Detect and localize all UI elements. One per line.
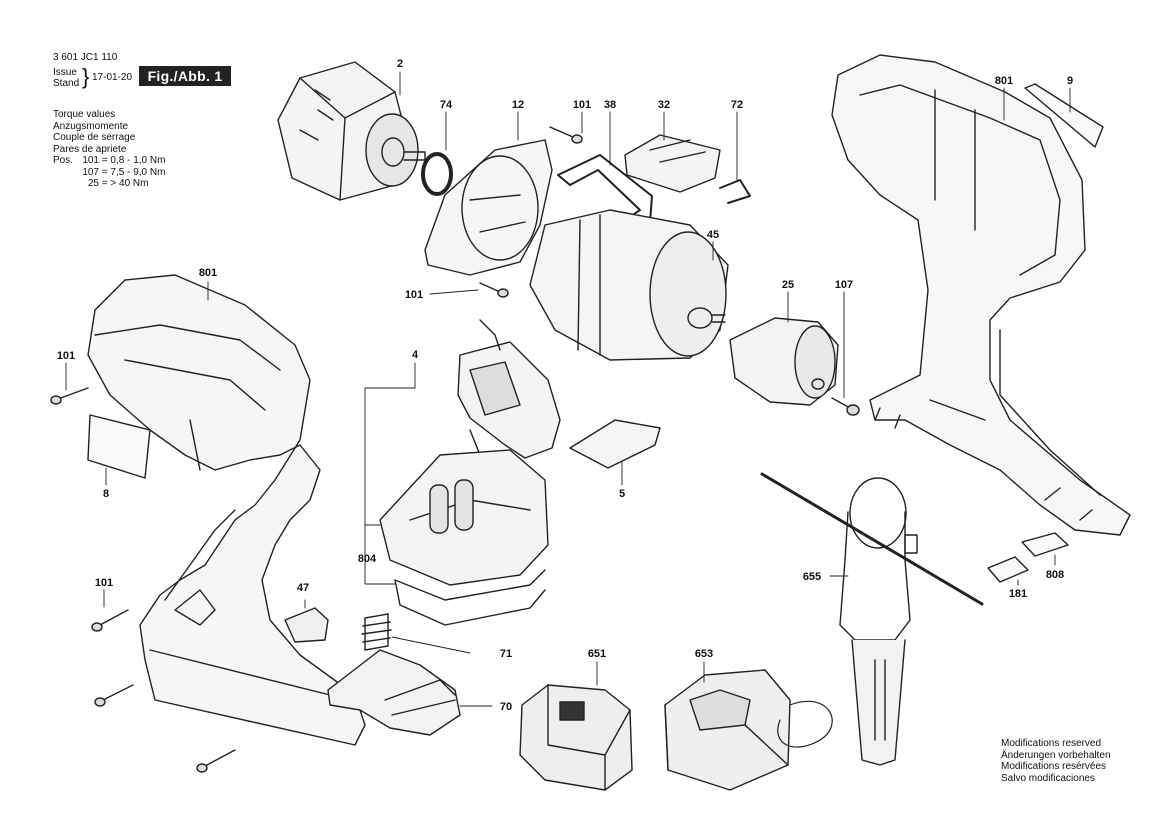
part-number-32: 32 — [658, 99, 670, 111]
torque-values-block: Torque values Anzugsmomente Couple de se… — [53, 109, 165, 190]
chuck-screw-part — [831, 397, 860, 416]
part-number-2: 2 — [397, 58, 403, 70]
torque-title-es: Pares de apriete — [53, 143, 127, 155]
part-number-8: 8 — [103, 488, 109, 500]
pcb-cover-part — [569, 419, 661, 469]
part-number-804: 804 — [358, 553, 377, 565]
issue-label: Issue — [53, 67, 77, 78]
torque-value: = > 40 Nm — [101, 178, 149, 189]
screw-part — [91, 609, 129, 632]
torque-row: 25 = > 40 Nm — [53, 178, 165, 190]
drawing-number: 3 601 JC1 110 — [53, 52, 118, 63]
part-number-101: 101 — [95, 577, 113, 589]
screw-part — [94, 684, 134, 707]
screw-part — [196, 749, 236, 773]
battery-latch-part — [327, 649, 461, 736]
gearbox-part — [529, 209, 729, 361]
screw-part — [50, 387, 89, 405]
torque-value: = 7,5 - 9,0 Nm — [101, 166, 166, 178]
label-181-part — [987, 556, 1029, 583]
issue-date: 17-01-20 — [92, 72, 133, 83]
part-number-101: 101 — [57, 350, 75, 362]
electronics-module-part — [379, 449, 549, 626]
part-number-808: 808 — [1046, 569, 1064, 581]
notice-es: Salvo modificaciones — [1001, 772, 1095, 784]
part-number-101: 101 — [573, 99, 591, 111]
torque-value: = 0,8 - 1,0 Nm — [101, 155, 166, 166]
spring-clip-part — [719, 179, 751, 204]
screw-part — [479, 282, 509, 298]
torque-row: 107 = 7,5 - 9,0 Nm — [53, 167, 165, 179]
switch-cover-part — [624, 134, 721, 193]
part-number-38: 38 — [604, 99, 616, 111]
part-number-70: 70 — [500, 701, 512, 713]
notice-fr: Modifications resérvées — [1001, 761, 1107, 772]
torque-title-fr: Couple de serrage — [53, 132, 136, 143]
gear-housing-plate — [424, 139, 553, 276]
torque-part: 25 — [87, 178, 99, 189]
part-number-labels: 2 74 12 101 38 32 72 801 9 45 101 25 107… — [57, 58, 1073, 713]
part-number-801: 801 — [199, 267, 217, 279]
issue-brace: } — [82, 64, 90, 89]
part-number-5: 5 — [619, 488, 625, 500]
part-number-181: 181 — [1009, 588, 1027, 600]
figure-label: Fig./Abb. 1 — [139, 66, 231, 86]
torque-part: 107 — [82, 166, 99, 178]
switch-part — [457, 319, 561, 471]
spring-part — [361, 613, 392, 651]
auxiliary-handle-part — [760, 472, 984, 766]
torque-title-en: Torque values — [53, 109, 116, 120]
notice-en: Modifications reserved — [1001, 738, 1102, 749]
small-bracket-part — [284, 607, 329, 643]
part-number-653: 653 — [695, 648, 713, 660]
part-number-9: 9 — [1067, 75, 1073, 87]
label-part — [87, 414, 151, 479]
part-number-25: 25 — [782, 279, 794, 291]
leader-lines — [65, 71, 1071, 707]
part-number-801: 801 — [995, 75, 1013, 87]
motor-part — [277, 61, 426, 201]
part-number-74: 74 — [440, 99, 453, 111]
battery-pack-part — [519, 684, 633, 791]
label-808-part — [1021, 532, 1069, 557]
part-number-47: 47 — [297, 582, 309, 594]
charger-part — [664, 669, 833, 791]
housing-half-left — [87, 274, 366, 746]
stand-label: Stand — [53, 78, 80, 89]
part-number-71: 71 — [500, 648, 512, 660]
part-number-45: 45 — [707, 229, 719, 241]
part-number-107: 107 — [835, 279, 853, 291]
part-number-101: 101 — [405, 289, 423, 301]
torque-pos-label: Pos. — [53, 155, 74, 166]
housing-half-right — [831, 54, 1131, 536]
torque-part: 101 — [82, 155, 99, 166]
part-number-72: 72 — [731, 99, 743, 111]
part-number-4: 4 — [412, 349, 419, 361]
screw-part — [549, 126, 583, 144]
part-number-655: 655 — [803, 571, 821, 583]
part-number-12: 12 — [512, 99, 524, 111]
torque-title-de: Anzugsmomente — [53, 120, 129, 132]
modifications-notice: Modifications reserved Änderungen vorbeh… — [1001, 738, 1111, 784]
notice-de: Änderungen vorbehalten — [1001, 749, 1111, 761]
o-ring-part — [421, 152, 453, 196]
chuck-part — [729, 317, 839, 406]
part-number-651: 651 — [588, 648, 606, 660]
torque-row: Pos. 101 = 0,8 - 1,0 Nm — [53, 155, 165, 167]
label-strip-part — [1024, 83, 1104, 148]
